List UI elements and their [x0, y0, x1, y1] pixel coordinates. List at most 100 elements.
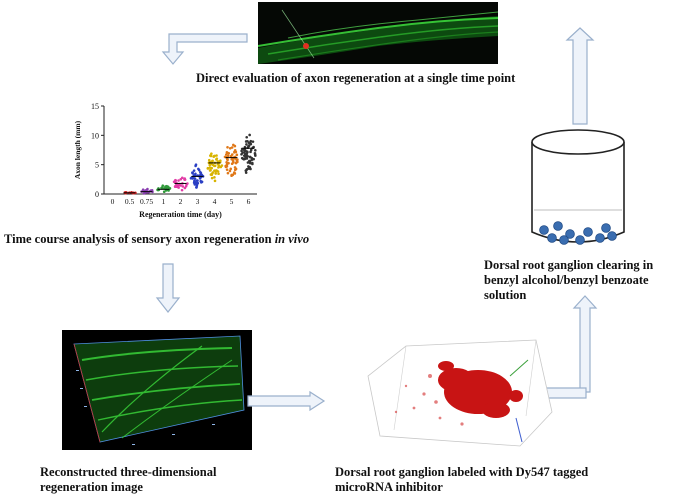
- data-point: [251, 140, 255, 143]
- x-axis-label: Regeneration time (day): [139, 210, 222, 219]
- data-point: [191, 171, 194, 175]
- data-point: [210, 159, 214, 163]
- beaker-illustration: [528, 128, 628, 253]
- data-point: [214, 172, 218, 175]
- data-point: [230, 162, 234, 166]
- arrow-left-down: [155, 26, 250, 71]
- data-point: [215, 154, 218, 157]
- caption-time-course-text: Time course analysis of sensory axon reg…: [4, 232, 275, 246]
- data-point: [228, 146, 232, 150]
- data-point: [194, 172, 197, 176]
- data-point: [181, 185, 185, 188]
- data-point: [165, 186, 168, 189]
- y-tick-label: 10: [91, 131, 99, 140]
- data-point: [248, 165, 252, 169]
- data-point: [199, 173, 203, 177]
- data-point: [198, 177, 202, 180]
- x-tick-label: 2: [179, 197, 183, 206]
- data-point: [220, 164, 224, 167]
- data-point: [249, 148, 253, 152]
- data-point: [193, 177, 197, 180]
- x-tick-label: 3: [196, 197, 200, 206]
- x-tick-label: 5: [230, 197, 234, 206]
- data-point: [177, 186, 180, 189]
- data-point: [240, 156, 244, 160]
- data-point: [228, 169, 232, 173]
- data-point: [213, 176, 216, 179]
- data-point: [183, 177, 186, 181]
- data-point: [244, 155, 247, 159]
- arrow-up-right: [565, 26, 595, 131]
- data-point: [219, 159, 222, 162]
- data-point: [160, 186, 164, 189]
- data-point: [208, 169, 212, 172]
- reconstruction-3d-image: [62, 330, 252, 455]
- caption-clearing: Dorsal root ganglion clearing in benzyl …: [484, 258, 654, 302]
- data-point: [200, 180, 204, 184]
- data-point: [235, 159, 239, 163]
- data-point: [229, 167, 233, 171]
- data-point: [245, 135, 249, 139]
- data-point: [224, 153, 228, 156]
- data-point: [233, 151, 236, 154]
- data-point: [217, 172, 220, 176]
- data-point: [210, 176, 214, 180]
- data-point: [197, 167, 200, 171]
- data-point: [226, 146, 229, 149]
- data-point: [141, 188, 145, 191]
- data-point: [248, 161, 252, 165]
- data-point: [213, 164, 217, 168]
- data-point: [245, 168, 248, 172]
- data-point: [207, 158, 211, 162]
- arrow-up-lower: [572, 294, 598, 399]
- y-tick-label: 5: [95, 161, 99, 170]
- data-point: [213, 169, 216, 172]
- data-point: [213, 179, 217, 183]
- data-point: [248, 155, 252, 159]
- y-axis-label: Axon length (mm): [73, 120, 82, 179]
- x-tick-label: 0.5: [125, 197, 135, 206]
- data-point: [177, 179, 180, 182]
- arrow-down: [155, 262, 181, 319]
- data-point: [215, 169, 219, 173]
- data-point: [173, 180, 177, 183]
- data-point: [206, 166, 210, 170]
- data-point: [225, 168, 229, 171]
- data-point: [210, 173, 214, 177]
- data-point: [212, 155, 216, 158]
- data-point: [144, 188, 148, 192]
- data-point: [217, 166, 220, 169]
- data-point: [226, 158, 229, 162]
- data-point: [225, 160, 228, 164]
- data-point: [235, 153, 239, 157]
- data-point: [162, 190, 166, 193]
- data-point: [251, 162, 254, 166]
- data-point: [248, 133, 251, 137]
- data-point: [246, 139, 249, 143]
- data-point: [230, 157, 234, 161]
- data-point: [246, 161, 250, 164]
- x-tick-label: 0: [111, 197, 115, 206]
- caption-in-vivo: in vivo: [274, 232, 310, 246]
- x-tick-label: 6: [247, 197, 251, 206]
- x-tick-label: 0.75: [140, 197, 153, 206]
- data-point: [244, 171, 248, 174]
- x-tick-label: 1: [162, 197, 166, 206]
- data-point: [243, 150, 246, 154]
- data-point: [209, 154, 213, 158]
- data-point: [192, 169, 196, 172]
- data-point: [194, 164, 197, 168]
- data-point: [254, 154, 257, 157]
- y-tick-label: 15: [91, 102, 99, 111]
- data-point: [240, 153, 243, 156]
- data-point: [248, 141, 252, 145]
- data-point: [226, 171, 230, 175]
- drg-labeled-image: [366, 336, 556, 453]
- data-point: [253, 149, 257, 152]
- caption-reconstructed: Reconstructed three-dimensional regenera…: [40, 465, 217, 494]
- data-point: [174, 185, 178, 189]
- data-point: [230, 153, 234, 156]
- data-point: [191, 177, 195, 180]
- data-point: [226, 154, 230, 158]
